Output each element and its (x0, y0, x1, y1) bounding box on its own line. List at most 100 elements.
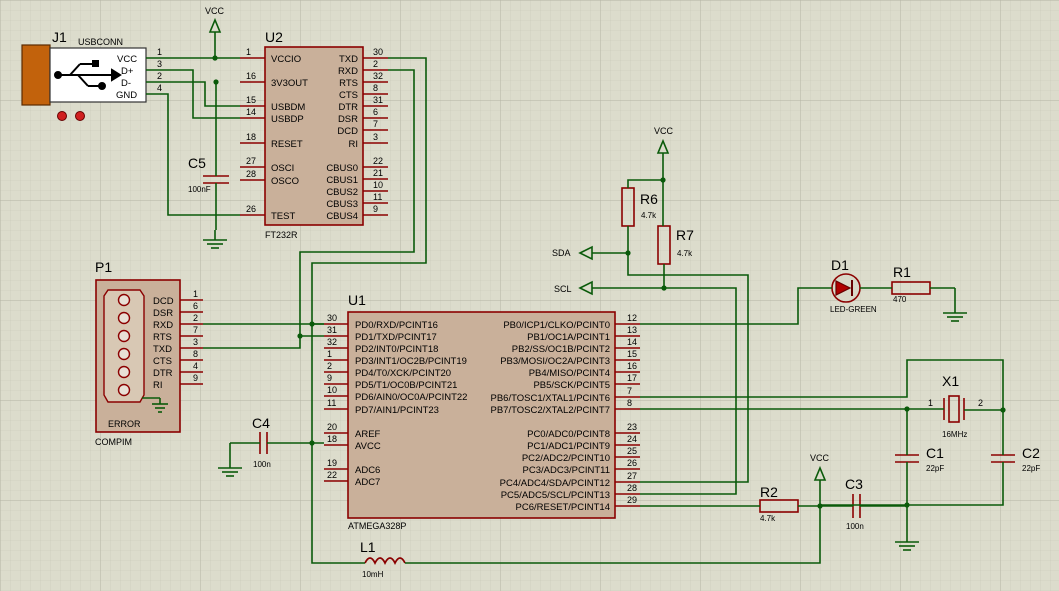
j1-ref: J1 (52, 29, 67, 45)
c5-ref: C5 (188, 155, 206, 171)
j1-pin-vcc: VCC (117, 54, 137, 65)
u2-pin-num: 15 (246, 95, 256, 105)
r6-value: 4.7k (641, 211, 657, 220)
ic-u2-ft232r[interactable]: U2 FT232R 1VCCIO163V3OUT15USBDM14USBDP18… (240, 29, 388, 240)
u2-pin-name: RTS (339, 78, 358, 89)
u1-pin-num: 24 (627, 434, 637, 444)
u1-pin-num: 23 (627, 422, 637, 432)
resistor-r7[interactable]: R7 4.7k (657, 225, 694, 265)
u1-pin-num: 32 (327, 337, 337, 347)
u1-pin-num: 20 (327, 422, 337, 432)
u2-pin-num: 7 (373, 119, 378, 129)
db9-pin-icon (117, 311, 131, 325)
u1-pin-name: PD5/T1/OC0B/PCINT21 (355, 380, 457, 391)
r6-ref: R6 (640, 191, 658, 207)
u1-pin-num: 18 (327, 434, 337, 444)
u1-pin-name: PD6/AIN0/OC0A/PCINT22 (355, 392, 467, 403)
p1-pin-name: RTS (153, 332, 172, 343)
u1-pin-name: ADC7 (355, 477, 380, 488)
j1-pin-num: 2 (157, 71, 162, 81)
u1-pin-num: 26 (627, 458, 637, 468)
usb-connector-j1[interactable]: J1 USBCONN VCC D+ D- GND 1 3 2 4 (21, 29, 162, 121)
ic-u1-atmega328p[interactable]: U1 ATMEGA328P 30PD0/RXD/PCINT1631PD1/TXD… (324, 292, 640, 531)
x1-pin-num: 1 (928, 398, 933, 408)
u2-pin-name: 3V3OUT (271, 78, 308, 89)
j1-pin-dplus: D+ (121, 66, 134, 77)
u1-pin-name: PB2/SS/OC1B/PCINT2 (512, 344, 610, 355)
u1-pin-name: PD3/INT1/OC2B/PCINT19 (355, 356, 467, 367)
j1-pin-num: 3 (157, 59, 162, 69)
u2-pin-name: CBUS4 (326, 211, 358, 222)
r7-ref: R7 (676, 227, 694, 243)
u2-pin-num: 2 (373, 59, 378, 69)
u2-pin-num: 11 (373, 192, 382, 202)
junction-dots (212, 55, 1006, 509)
u2-pin-num: 18 (246, 132, 256, 142)
db9-pin-icon (117, 329, 131, 343)
u1-pin-name: PD4/T0/XCK/PCINT20 (355, 368, 451, 379)
u2-pin-num: 8 (373, 83, 378, 93)
u1-pin-name: PD2/INT0/PCINT18 (355, 344, 438, 355)
u1-pin-num: 15 (627, 349, 637, 359)
u1-pin-name: PB6/TOSC1/XTAL1/PCINT6 (491, 393, 611, 404)
c3-value: 100n (846, 522, 864, 531)
led-d1[interactable]: D1 LED-GREEN (830, 257, 877, 314)
c5-value: 100nF (188, 185, 211, 194)
u2-pin-name: DSR (338, 114, 358, 125)
u1-pin-num: 12 (627, 313, 637, 323)
u1-pin-name: PB4/MISO/PCINT4 (529, 368, 610, 379)
u2-pin-num: 9 (373, 204, 378, 214)
u1-pin-num: 7 (627, 386, 632, 396)
j1-pin-gnd: GND (116, 90, 137, 101)
u2-pin-name: TXD (339, 54, 358, 65)
l1-value: 10mH (362, 570, 384, 579)
u1-pin-num: 13 (627, 325, 637, 335)
u1-pin-name: PD0/RXD/PCINT16 (355, 320, 438, 331)
u2-pin-name: CBUS2 (326, 187, 358, 198)
u1-pin-num: 9 (327, 373, 332, 383)
u2-pin-name: OSCI (271, 163, 294, 174)
u1-pin-name: PB0/ICP1/CLKO/PCINT0 (503, 320, 610, 331)
u2-pin-name: CBUS1 (326, 175, 358, 186)
u2-pin-num: 16 (246, 71, 256, 81)
p1-pin-num: 8 (193, 349, 198, 359)
u1-part: ATMEGA328P (348, 521, 406, 531)
c2-value: 22pF (1022, 464, 1040, 473)
u1-pin-num: 16 (627, 361, 637, 371)
u2-pin-name: RI (349, 139, 359, 150)
u1-pin-num: 8 (627, 398, 632, 408)
j1-pin-num: 1 (157, 47, 162, 57)
p1-pin-num: 4 (193, 361, 198, 371)
u1-pin-name: PC6/RESET/PCINT14 (516, 502, 611, 513)
p1-ref: P1 (95, 259, 112, 275)
x1-value: 16MHz (942, 430, 967, 439)
p1-pin-num: 7 (193, 325, 198, 335)
p1-pin-num: 6 (193, 301, 198, 311)
u2-pin-num: 10 (373, 180, 383, 190)
inductor-l1[interactable]: L1 10mH (360, 539, 406, 579)
vcc-label: VCC (810, 453, 830, 463)
db9-pin-icon (117, 347, 131, 361)
u1-pin-name: ADC6 (355, 465, 380, 476)
vcc-label: VCC (205, 6, 225, 16)
vcc-symbol[interactable]: VCC (205, 6, 225, 58)
p1-status: ERROR (108, 419, 141, 429)
p1-pin-name: DSR (153, 308, 173, 319)
u2-pin-num: 32 (373, 71, 383, 81)
ground-icon (218, 443, 242, 477)
p1-pin-num: 2 (193, 313, 198, 323)
p1-pin-name: CTS (153, 356, 172, 367)
u2-part: FT232R (265, 230, 298, 240)
j1-led-icon (75, 111, 85, 121)
c4-value: 100n (253, 460, 271, 469)
u1-pin-num: 31 (327, 325, 337, 335)
u1-pin-name: PB1/OC1A/PCINT1 (527, 332, 610, 343)
u2-pin-name: TEST (271, 211, 295, 222)
j1-pin-num: 4 (157, 83, 162, 93)
usb-icon (54, 60, 122, 90)
db9-pin-icon (117, 365, 131, 379)
c2-ref: C2 (1022, 445, 1040, 461)
p1-part: COMPIM (95, 437, 132, 447)
u2-pin-name: DTR (338, 102, 358, 113)
